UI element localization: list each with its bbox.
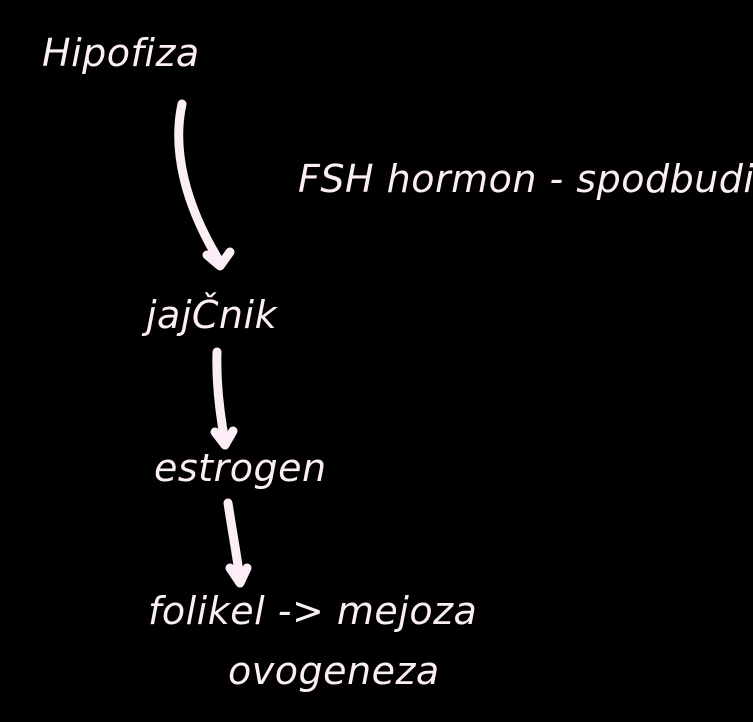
node-hipofiza: Hipofiza [42,31,200,75]
annotation-fsh-hormon: FSH hormon - spodbudi [298,157,753,201]
node-jajcnik: jajČnik [146,293,278,337]
arrow-jajcnik-to-estrogen [210,347,238,450]
arrow-estrogen-to-folikel [223,498,252,588]
node-estrogen: estrogen [154,446,327,490]
node-ovogeneza: ovogeneza [228,649,440,693]
arrow-hipofiza-to-jajcnik [174,99,235,271]
node-folikel-mejoza: folikel -> mejoza [148,589,478,633]
